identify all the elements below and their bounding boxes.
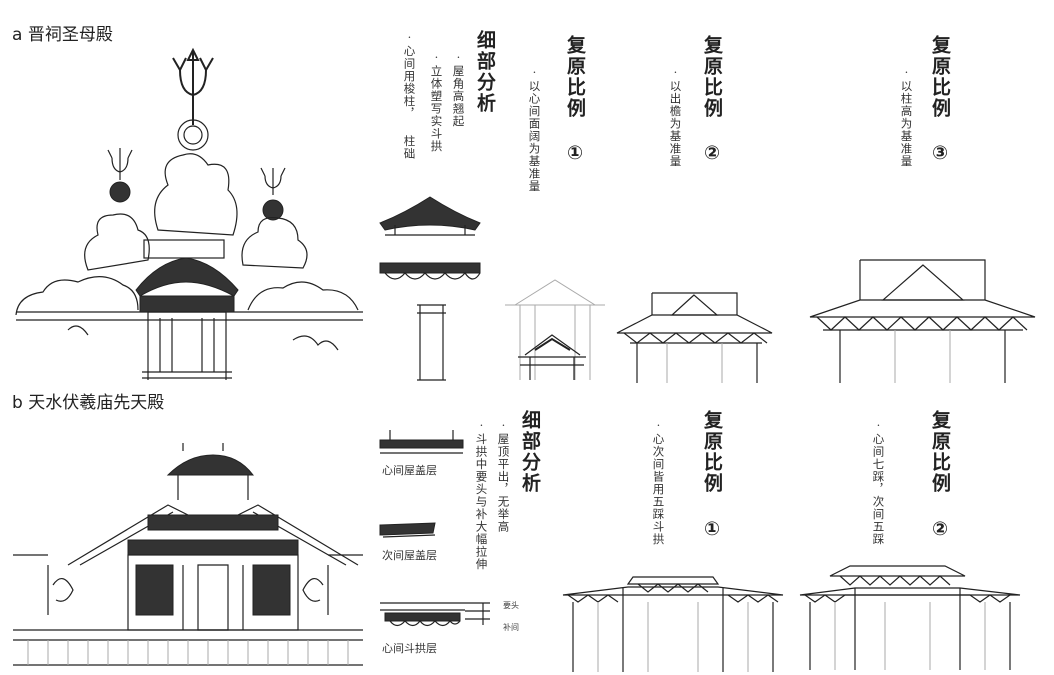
section-b-detail-note-2: ·斗拱中要头与补大幅拉伸 [474,418,489,571]
section-b-detail-sketches [379,430,490,627]
section-b-ratio-2-title: 复原比例 [929,410,951,494]
section-a-label: a 晋祠圣母殿 [12,25,113,45]
section-a-elevation-drawing [15,47,363,380]
section-a-ratio-2-num: ② [704,142,723,164]
section-b-ratio-2-drawing [799,565,1021,670]
section-b-elevation-drawing [13,443,363,666]
section-b-small-label-2: 补间 [503,623,519,632]
section-a-ratio-2-title: 复原比例 [701,35,723,119]
section-b-ratio-2-note: ·心间七踩，次间五踩 [871,418,886,546]
section-a-ratio-1-title: 复原比例 [564,35,586,119]
section-b-ratio-2-num: ② [932,518,951,540]
section-a-detail-title: 细部分析 [474,30,496,114]
section-a-ratio-1-drawing [505,279,605,380]
section-b-caption-3: 心间斗拱层 [382,642,437,655]
section-a-detail-note-2: ·立体塑写实斗拱 [429,50,444,153]
section-b-small-label-1: 要头 [503,601,519,610]
section-a-ratio-3-num: ③ [932,142,951,164]
section-b-ratio-1-title: 复原比例 [701,410,723,494]
section-b-label: b 天水伏羲庙先天殿 [12,393,165,413]
section-b-detail-title: 细部分析 [519,410,541,494]
section-b-caption-1: 心间屋盖层 [382,464,437,477]
section-a-ratio-1-note: ·以心间面阔为基准量 [527,65,542,193]
section-a-ratio-3-title: 复原比例 [929,35,951,119]
section-a-ratio-1-num: ① [567,142,586,164]
section-a-detail-sketches [379,196,481,381]
section-b-ratio-1-num: ① [704,518,723,540]
section-a-detail-note-1: ·屋角高翘起 [451,50,466,128]
section-b-ratio-1-note: ·心次间皆用五踩斗拱 [651,418,666,546]
section-a-ratio-2-note: ·以出檐为基准量 [668,65,683,168]
section-b-detail-note-1: ·屋顶平出，无举高 [496,418,511,533]
section-b-caption-2: 次间屋盖层 [382,549,437,562]
section-b-ratio-1-drawing [562,576,784,672]
section-a-ratio-3-drawing [809,259,1036,383]
section-a-ratio-3-note: ·以柱高为基准量 [899,65,914,168]
section-a-detail-note-3: ·心间用梭柱， 柱础 [402,30,417,160]
section-a-ratio-2-drawing [616,292,773,383]
